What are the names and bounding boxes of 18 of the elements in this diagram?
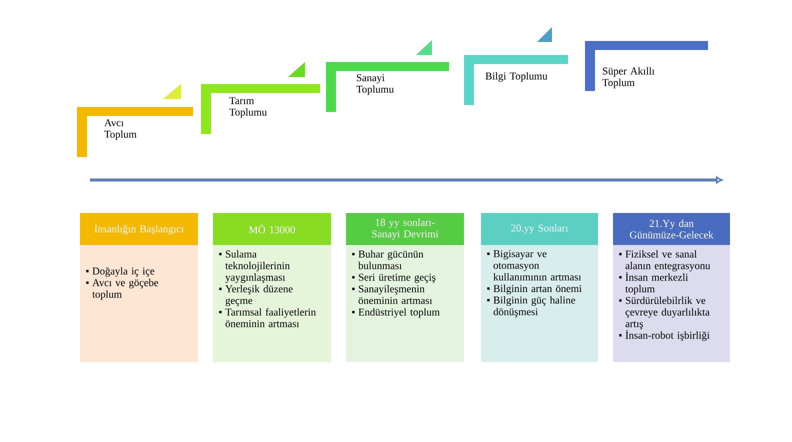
period-card: Bigisayar ve otomasyon kullanımının artması Bilginin artan önemi Bilginin güç haline dönüşmesi: [481, 245, 598, 362]
node-label: Seri üretime geçiş: [358, 274, 436, 283]
node-label: Sanayileşmenin öneminin artması: [358, 285, 432, 304]
node-label: İnsan merkezli toplum: [625, 272, 688, 295]
period-header: MÖ 13000: [213, 213, 331, 245]
period-header: 20.yy Sonları: [481, 213, 598, 245]
node-label: Sürdürülebilrlik ve çevreye duyarlılıkta artış: [626, 296, 710, 330]
node-label: Endüstriyel toplum: [358, 308, 440, 318]
period-card: Sulama teknolojilerinin yaygınlaşması Yerleşik düzene geçme Tarımsal faaliyetlerin öneminin artması: [213, 245, 331, 362]
period-card: Fiziksel ve sanal alanın entegrasyonu İnsan merkezli toplum Sürdürülebilrlik ve çevreye duyarlılıkta artış İnsan-robot işbirliği: [613, 245, 730, 362]
period-header: 18 yy sonları- Sanayi Devrimi: [346, 213, 464, 245]
node-label: İnsan-robot işbirliği: [626, 330, 710, 341]
period-header: 21.Yy dan Günümüze-Gelecek: [613, 213, 730, 245]
period-header: İnsanlığın Başlangıcı: [80, 213, 198, 245]
node-label: Fiziksel ve sanal alanın entegrasyonu: [626, 250, 710, 272]
period-card: Buhar gücünün bulunması Seri üretime geçiş Sanayileşmenin öneminin artması Endüstriyel toplum: [346, 245, 464, 362]
period-card: Doğayla iç içe Avcı ve göçebe toplum: [80, 245, 198, 362]
node-label: Buhar gücünün bulunması: [358, 250, 424, 270]
